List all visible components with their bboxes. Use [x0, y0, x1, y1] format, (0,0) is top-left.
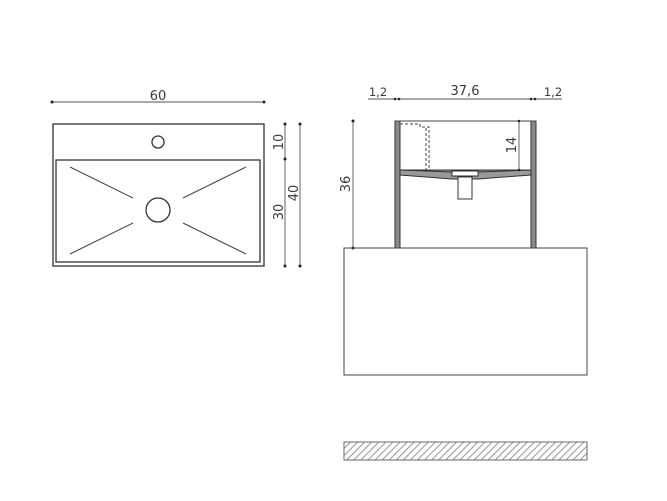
slope-line [69, 166, 134, 199]
overflow-channel [400, 123, 430, 170]
dimension-label-basin-depth-section: 14 [505, 137, 520, 154]
dimension-endpoint [517, 119, 521, 123]
dimension-label-basin-depth: 30 [272, 204, 287, 221]
dimension-endpoint [298, 122, 302, 126]
dimension-label-inner-width: 37,6 [451, 84, 480, 99]
dimension-label-total-depth: 40 [287, 185, 302, 202]
hatched-section-strip [343, 441, 588, 461]
drain-flange [451, 170, 479, 177]
section-view: 1,2 37,6 1,2 36 14 [339, 84, 588, 376]
section-width-dimensions: 1,2 37,6 1,2 [368, 84, 562, 101]
plan-width-dimension: 60 [50, 89, 266, 104]
dimension-endpoint [393, 97, 397, 101]
plan-depth-dimensions: 10 30 40 [272, 122, 302, 268]
dimension-label-height: 36 [339, 176, 354, 193]
right-wall [530, 120, 537, 249]
dimension-label-left-wall: 1,2 [369, 85, 387, 99]
dimension-endpoint [283, 264, 287, 268]
dimension-label-right-wall: 1,2 [544, 85, 562, 99]
basin-bowl-outline [55, 159, 261, 263]
drain-pipe [457, 176, 473, 200]
slope-line [182, 222, 247, 255]
tap-hole [151, 135, 165, 149]
counter-cabinet [343, 247, 588, 376]
basin-outer-outline [52, 123, 265, 267]
drain-hole [145, 197, 171, 223]
dimension-endpoint [529, 97, 533, 101]
slope-line [69, 222, 134, 255]
dimension-endpoint [283, 157, 287, 161]
plan-view: 60 10 30 40 [50, 89, 302, 268]
dimension-endpoint [283, 122, 287, 126]
dimension-endpoint [517, 168, 521, 172]
dimension-endpoint [351, 119, 355, 123]
dimension-endpoint [397, 97, 401, 101]
dimension-endpoint [533, 97, 537, 101]
left-wall [394, 120, 401, 249]
dimension-label-width: 60 [150, 89, 167, 104]
bowl-slope-lines [69, 166, 247, 255]
section-height-dimension: 36 [339, 119, 355, 250]
dimension-endpoint [298, 264, 302, 268]
dimension-endpoint [262, 100, 266, 104]
dimension-endpoint [50, 100, 54, 104]
section-depth-dimension: 14 [505, 119, 521, 172]
slope-line [182, 166, 247, 199]
dimension-label-top-depth: 10 [272, 134, 287, 151]
